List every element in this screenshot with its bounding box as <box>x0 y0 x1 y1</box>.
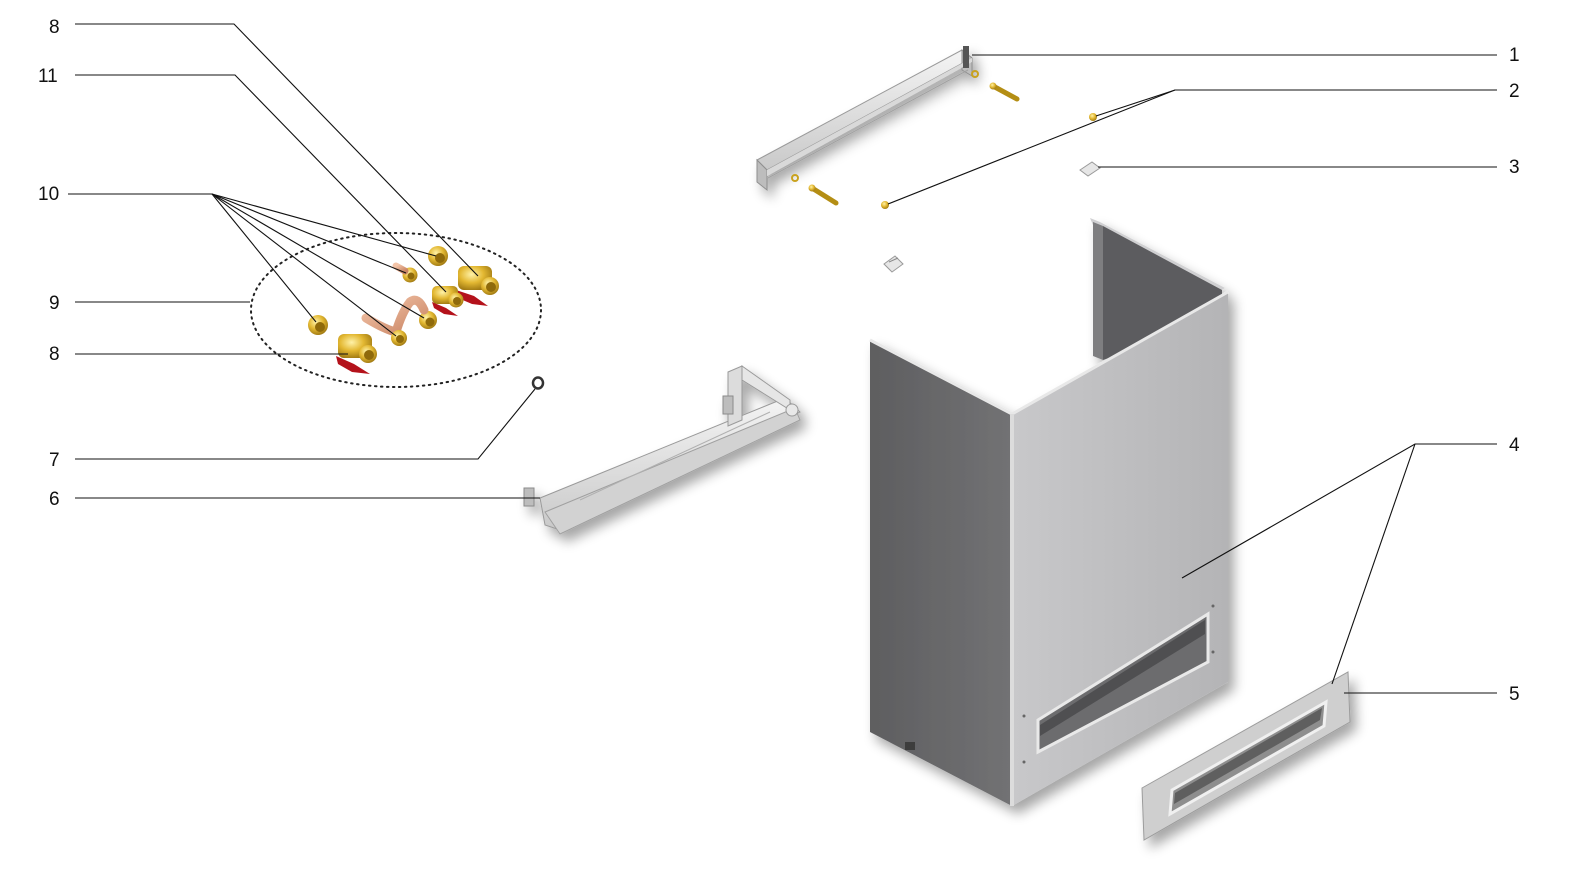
callout-10: 10 <box>38 184 59 205</box>
leader-2a <box>1095 89 1497 117</box>
clip-lower <box>883 255 904 273</box>
leader-10e <box>211 193 317 323</box>
bottom-frame-bracket <box>523 365 801 535</box>
callout-6: 6 <box>49 489 60 510</box>
leader-7 <box>75 388 536 460</box>
o-ring <box>531 376 545 390</box>
screw-b <box>881 201 889 209</box>
callout-7: 7 <box>49 450 60 471</box>
callout-3: 3 <box>1509 157 1520 178</box>
leader-10a <box>211 193 437 257</box>
fitting-nut-1 <box>428 246 448 266</box>
leader-10b <box>211 193 407 274</box>
ball-valve-upper <box>456 266 499 306</box>
ball-valve-lower <box>336 334 377 374</box>
clip-upper <box>1079 161 1101 177</box>
callout-4: 4 <box>1509 435 1520 456</box>
leader-4b <box>1331 443 1416 685</box>
casing <box>869 218 1229 806</box>
callout-9: 9 <box>49 293 60 314</box>
top-mounting-rail <box>756 46 973 192</box>
fitting-nut-4 <box>419 311 437 329</box>
bolt-lower <box>791 174 839 206</box>
copper-elbow <box>361 295 429 346</box>
callout-labels: 1 2 3 4 5 8 11 10 9 8 7 6 <box>38 17 1520 705</box>
screw-a <box>1089 113 1097 121</box>
callout-8-top: 8 <box>49 17 60 38</box>
valve-kit-group <box>250 232 542 388</box>
ball-valve-middle <box>432 286 464 316</box>
leader-10d <box>211 193 397 337</box>
leader-11 <box>75 74 447 293</box>
callout-1: 1 <box>1509 45 1520 66</box>
leader-8a <box>75 23 479 277</box>
leader-4a <box>1181 443 1497 579</box>
bolt-upper <box>971 70 1020 102</box>
bottom-grille-plate <box>1141 671 1351 841</box>
callout-11: 11 <box>38 66 58 87</box>
callout-2: 2 <box>1509 81 1520 102</box>
leader-lines <box>68 23 1497 694</box>
callout-8-bottom: 8 <box>49 344 60 365</box>
callout-5: 5 <box>1509 684 1520 705</box>
leader-10c <box>211 193 425 319</box>
leader-2b <box>887 89 1176 205</box>
fitting-nut-3 <box>308 315 328 335</box>
fitting-nut-2 <box>392 262 418 283</box>
